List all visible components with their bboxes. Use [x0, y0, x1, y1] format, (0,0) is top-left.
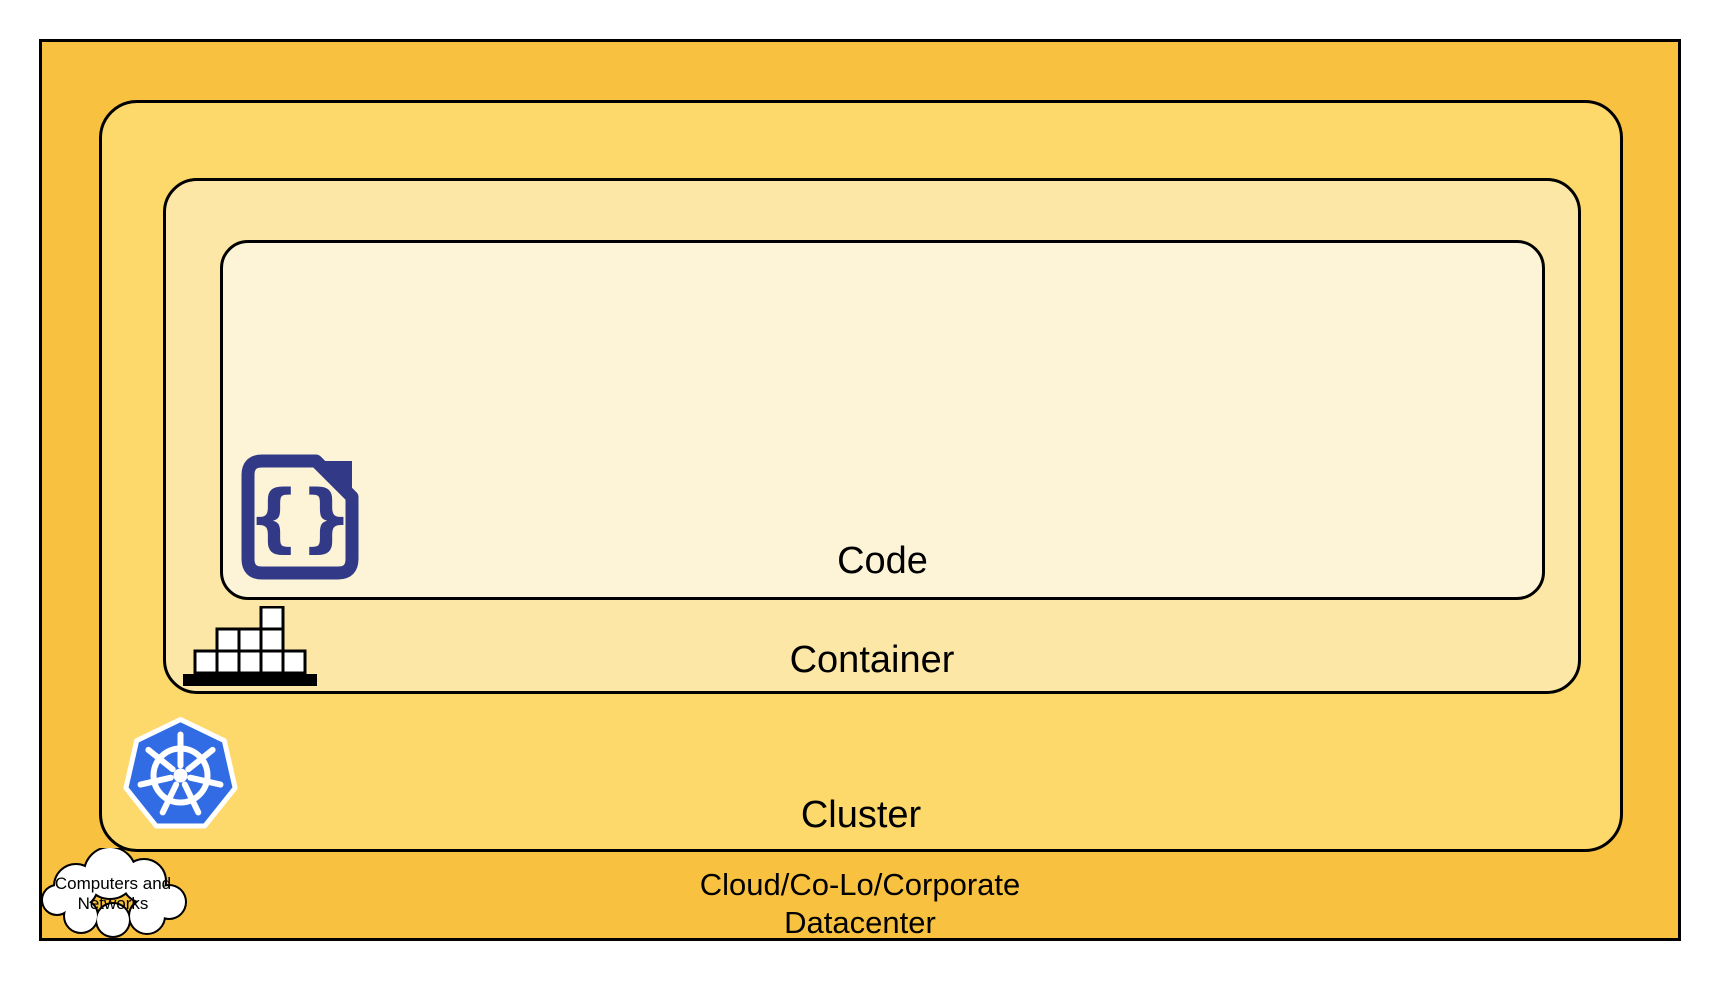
cloud-datacenter-label-line2: Datacenter — [784, 905, 936, 940]
cloud-datacenter-label-line1: Cloud/Co-Lo/Corporate — [699, 867, 1021, 902]
helm-wheel — [137, 731, 224, 816]
kubernetes-helm-icon — [123, 717, 238, 829]
container-blocks-icon — [183, 606, 317, 686]
cloud-datacenter-label: Cloud/Co-Lo/Corporate Datacenter — [39, 866, 1681, 942]
helm-wheel-hub — [173, 768, 188, 783]
code-file-icon: {} — [241, 454, 359, 580]
cluster-label: Cluster — [800, 794, 922, 836]
code-box — [220, 240, 1545, 600]
code-label: Code — [837, 540, 928, 582]
container-blocks — [193, 606, 307, 675]
cloud-callout-line1: Computers and — [55, 874, 171, 893]
code-braces-glyph: {} — [247, 475, 352, 561]
container-label: Container — [789, 639, 955, 681]
code-file-outline — [241, 454, 359, 580]
cloud-callout-line2: Networks — [78, 894, 149, 913]
container-base-bar — [183, 674, 317, 686]
computers-networks-cloud-icon: Computers and Networks — [41, 848, 187, 938]
code-file-fold — [316, 461, 352, 497]
cloud-fill — [43, 848, 185, 936]
